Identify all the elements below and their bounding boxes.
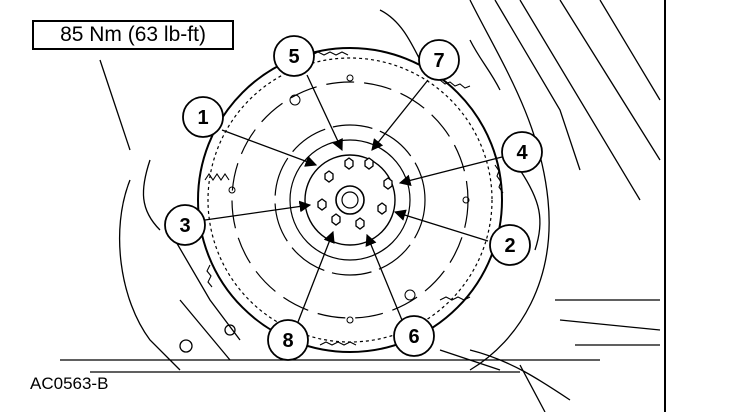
page-border-line (664, 0, 666, 412)
callout-6: 6 (393, 315, 435, 357)
bolt-pattern (317, 157, 393, 230)
callout-7: 7 (418, 39, 460, 81)
bolt-head (324, 170, 334, 183)
callout-3-label: 3 (179, 215, 190, 237)
bolt-head (331, 213, 341, 226)
callout-2: 2 (489, 224, 531, 266)
leader-lines (204, 74, 503, 326)
bolt-head (383, 177, 393, 190)
callout-2-label: 2 (504, 235, 515, 257)
flywheel (197, 47, 504, 353)
callout-8: 8 (267, 319, 309, 361)
figure-id: AC0563-B (30, 374, 109, 393)
engine-housing (60, 0, 661, 412)
bolt-head (344, 157, 354, 170)
torque-spec-label: 85 Nm (63 lb-ft) (32, 20, 234, 50)
callout-1-label: 1 (197, 107, 208, 129)
bolt-head (355, 217, 365, 230)
sequence-callouts: 1 2 3 4 5 6 7 8 (164, 35, 543, 361)
callout-4: 4 (501, 131, 543, 173)
callout-1: 1 (182, 96, 224, 138)
callout-7-label: 7 (433, 50, 444, 72)
callout-8-label: 8 (282, 330, 293, 352)
callout-4-label: 4 (516, 142, 528, 164)
callout-5: 5 (273, 35, 315, 77)
bolt-head (364, 157, 374, 170)
bolt-head (377, 202, 387, 215)
bolt-head (317, 198, 327, 211)
callout-6-label: 6 (408, 326, 419, 348)
callout-5-label: 5 (288, 46, 299, 68)
callout-3: 3 (164, 204, 206, 246)
